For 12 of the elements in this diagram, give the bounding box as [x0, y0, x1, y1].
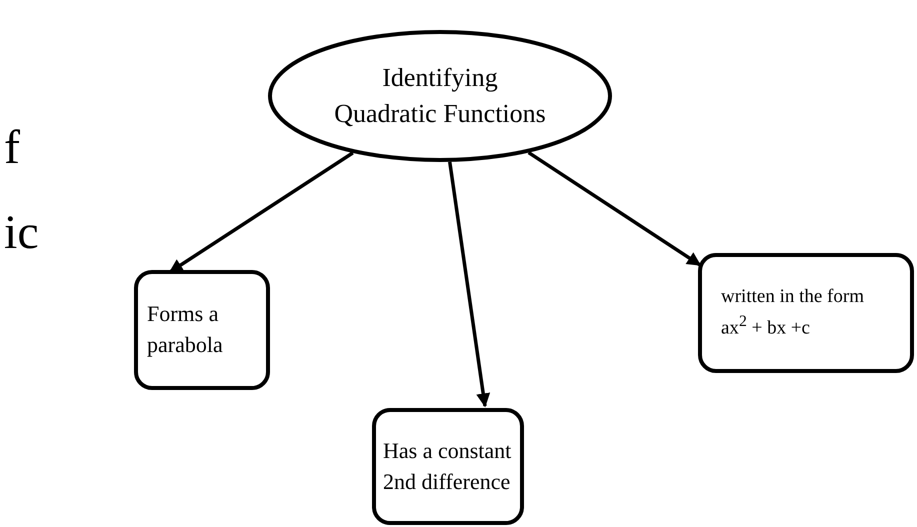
- node-text: Identifying Quadratic Functions: [333, 62, 547, 130]
- rounded-box: [698, 253, 914, 373]
- arrow: [528, 151, 702, 266]
- node-text: Has a constant 2nd difference: [383, 436, 512, 496]
- text-fragment: ic: [4, 205, 39, 260]
- ellipse-node: [268, 30, 612, 162]
- node-text: written in the form ax$^{2}$ + bx +c: [721, 285, 865, 340]
- text-fragment: f: [4, 120, 20, 175]
- node-text: Forms a parabola: [147, 300, 224, 359]
- rounded-box: [372, 408, 524, 525]
- rounded-box: [134, 270, 270, 390]
- arrow: [448, 162, 490, 408]
